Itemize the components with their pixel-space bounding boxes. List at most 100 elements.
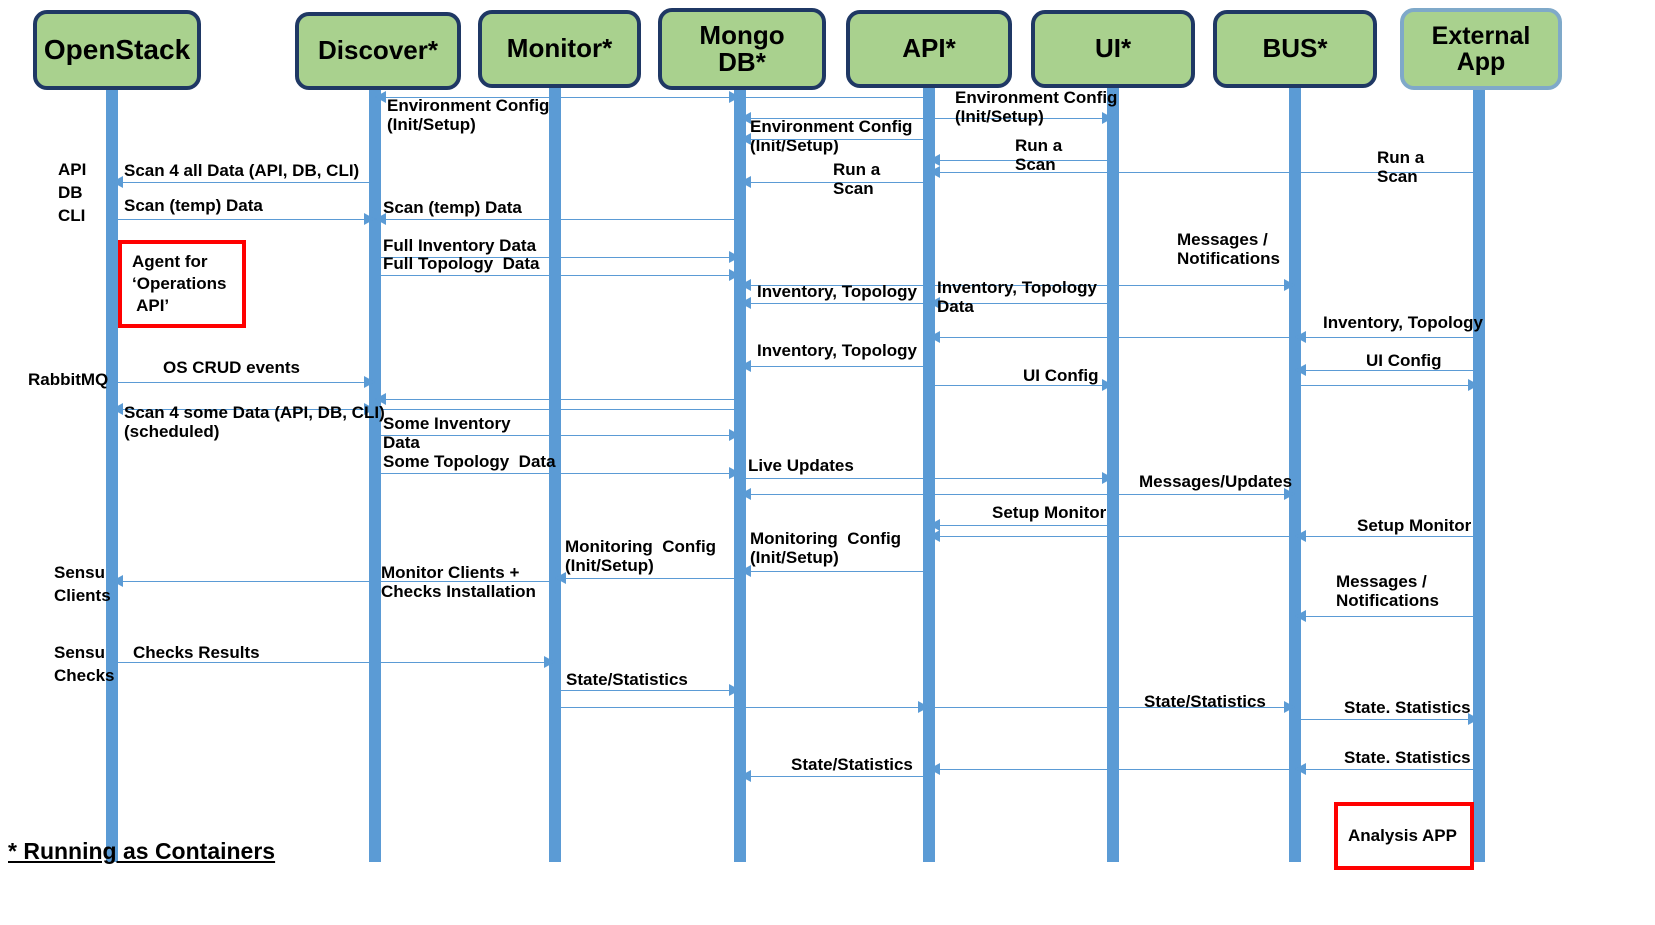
message-arrowhead-m02 xyxy=(729,91,740,103)
message-arrowhead-m44 xyxy=(1468,713,1479,725)
side-label-sensu-clients: Sensu Clients xyxy=(54,563,111,605)
message-label-m42: State/Statistics xyxy=(1144,692,1266,711)
lifeline-openstack xyxy=(106,88,118,862)
message-arrowhead-m45 xyxy=(1295,763,1306,775)
message-arrowhead-m22 xyxy=(1102,379,1113,391)
message-line-m21 xyxy=(1295,370,1479,371)
message-label-m46: State/Statistics xyxy=(791,755,913,774)
message-label-m39: Messages / Notifications xyxy=(1336,572,1439,611)
callout-analysis-app[interactable]: Analysis APP xyxy=(1334,802,1474,870)
message-arrowhead-m16 xyxy=(740,297,751,309)
message-arrowhead-m34 xyxy=(1295,530,1306,542)
actor-openstack[interactable]: OpenStack xyxy=(33,10,201,90)
message-arrowhead-m37 xyxy=(555,572,566,584)
message-arrowhead-m31 xyxy=(1284,488,1295,500)
callout-agent-operations-api[interactable]: Agent for ‘Operations API’ xyxy=(118,240,246,328)
message-label-m18: Inventory, Topology xyxy=(1323,313,1483,332)
message-line-m25 xyxy=(375,399,740,400)
message-label-m04: Environment Config (Init/Setup) xyxy=(750,117,913,156)
message-label-m30: Live Updates xyxy=(748,456,854,475)
lifeline-ui xyxy=(1107,88,1119,862)
message-label-m13: Full Topology Data xyxy=(383,254,540,273)
message-arrowhead-m11 xyxy=(375,213,386,225)
actor-monitor[interactable]: Monitor* xyxy=(478,10,641,88)
message-arrowhead-m06 xyxy=(929,154,940,166)
message-label-m07: Run a Scan xyxy=(1377,148,1425,187)
message-line-m07 xyxy=(929,172,1479,173)
message-label-m01: Environment Config (Init/Setup) xyxy=(387,96,550,135)
actor-label-discover: Discover* xyxy=(318,35,438,66)
message-label-m11: Scan (temp) Data xyxy=(383,198,522,217)
message-line-m06 xyxy=(929,160,1113,161)
message-line-m18 xyxy=(1295,337,1479,338)
message-line-m05 xyxy=(740,139,929,140)
message-line-m24 xyxy=(1295,385,1479,386)
message-arrowhead-m47 xyxy=(929,763,940,775)
message-label-m41: State/Statistics xyxy=(566,670,688,689)
lifeline-api xyxy=(923,88,935,862)
message-label-m20: Inventory, Topology xyxy=(757,341,917,360)
message-arrowhead-m35 xyxy=(929,530,940,542)
message-line-m29 xyxy=(375,473,740,474)
side-label-rabbitmq: RabbitMQ xyxy=(28,370,109,389)
message-label-m33: Setup Monitor xyxy=(992,503,1107,522)
message-label-m44: State. Statistics xyxy=(1344,698,1471,717)
message-label-m28: Some Inventory Data xyxy=(383,414,511,453)
message-arrowhead-m17 xyxy=(929,297,940,309)
message-label-m45: State. Statistics xyxy=(1344,748,1471,767)
message-label-m14: Messages / Notifications xyxy=(1177,230,1280,269)
message-line-m30 xyxy=(740,478,1113,479)
actor-label-monitor: Monitor* xyxy=(506,33,613,64)
actor-label-bus: BUS* xyxy=(1262,33,1328,64)
message-line-m08 xyxy=(112,182,375,183)
message-line-m03 xyxy=(929,118,1113,119)
actor-label-api: API* xyxy=(902,33,956,64)
message-line-m43 xyxy=(555,707,929,708)
message-arrowhead-m29 xyxy=(729,467,740,479)
message-arrowhead-m33 xyxy=(929,519,940,531)
message-arrowhead-m12 xyxy=(729,251,740,263)
message-line-m10 xyxy=(112,219,375,220)
message-arrowhead-m23 xyxy=(364,376,375,388)
actor-api[interactable]: API* xyxy=(846,10,1012,88)
actor-discover[interactable]: Discover* xyxy=(295,12,461,90)
message-label-m06: Run a Scan xyxy=(1015,136,1063,175)
message-arrowhead-m32 xyxy=(740,488,751,500)
message-label-m27: Scan 4 some Data (API, DB, CLI) (schedul… xyxy=(124,403,385,442)
message-line-m11 xyxy=(375,219,740,220)
message-arrowhead-m09 xyxy=(740,176,751,188)
message-arrowhead-m41 xyxy=(729,684,740,696)
message-arrowhead-m13 xyxy=(729,269,740,281)
message-arrowhead-m05 xyxy=(740,133,751,145)
message-line-m39 xyxy=(1295,616,1479,617)
message-label-m38: Monitor Clients + Checks Installation xyxy=(381,563,536,602)
message-line-m33 xyxy=(929,525,1113,526)
message-label-m23: OS CRUD events xyxy=(163,358,300,377)
message-line-m19 xyxy=(929,337,1295,338)
message-arrowhead-m18 xyxy=(1295,331,1306,343)
message-line-m45 xyxy=(1295,769,1479,770)
message-line-m04 xyxy=(740,118,929,119)
message-line-m42 xyxy=(929,707,1295,708)
lifeline-discover xyxy=(369,88,381,862)
message-arrowhead-m40 xyxy=(544,656,555,668)
actor-mongodb[interactable]: Mongo DB* xyxy=(658,8,826,90)
message-arrowhead-m38 xyxy=(112,575,123,587)
message-arrowhead-m25 xyxy=(375,393,386,405)
message-arrowhead-m01 xyxy=(375,91,386,103)
message-label-m12: Full Inventory Data xyxy=(383,236,537,255)
message-arrowhead-m03 xyxy=(1102,112,1113,124)
message-arrowhead-m04 xyxy=(740,112,751,124)
message-line-m31 xyxy=(1113,494,1295,495)
actor-externalapp[interactable]: External App xyxy=(1400,8,1562,90)
message-label-m16: Inventory, Topology xyxy=(757,282,917,301)
actor-bus[interactable]: BUS* xyxy=(1213,10,1377,88)
message-label-m31: Messages/Updates xyxy=(1139,472,1293,491)
message-line-m37 xyxy=(555,578,740,579)
message-arrowhead-m19 xyxy=(929,331,940,343)
message-arrowhead-m08 xyxy=(112,176,123,188)
message-label-m37: Monitoring Config (Init/Setup) xyxy=(565,537,717,576)
message-arrowhead-m24 xyxy=(1468,379,1479,391)
callout-label-agent-operations-api: Agent for ‘Operations API’ xyxy=(132,251,227,316)
actor-ui[interactable]: UI* xyxy=(1031,10,1195,88)
